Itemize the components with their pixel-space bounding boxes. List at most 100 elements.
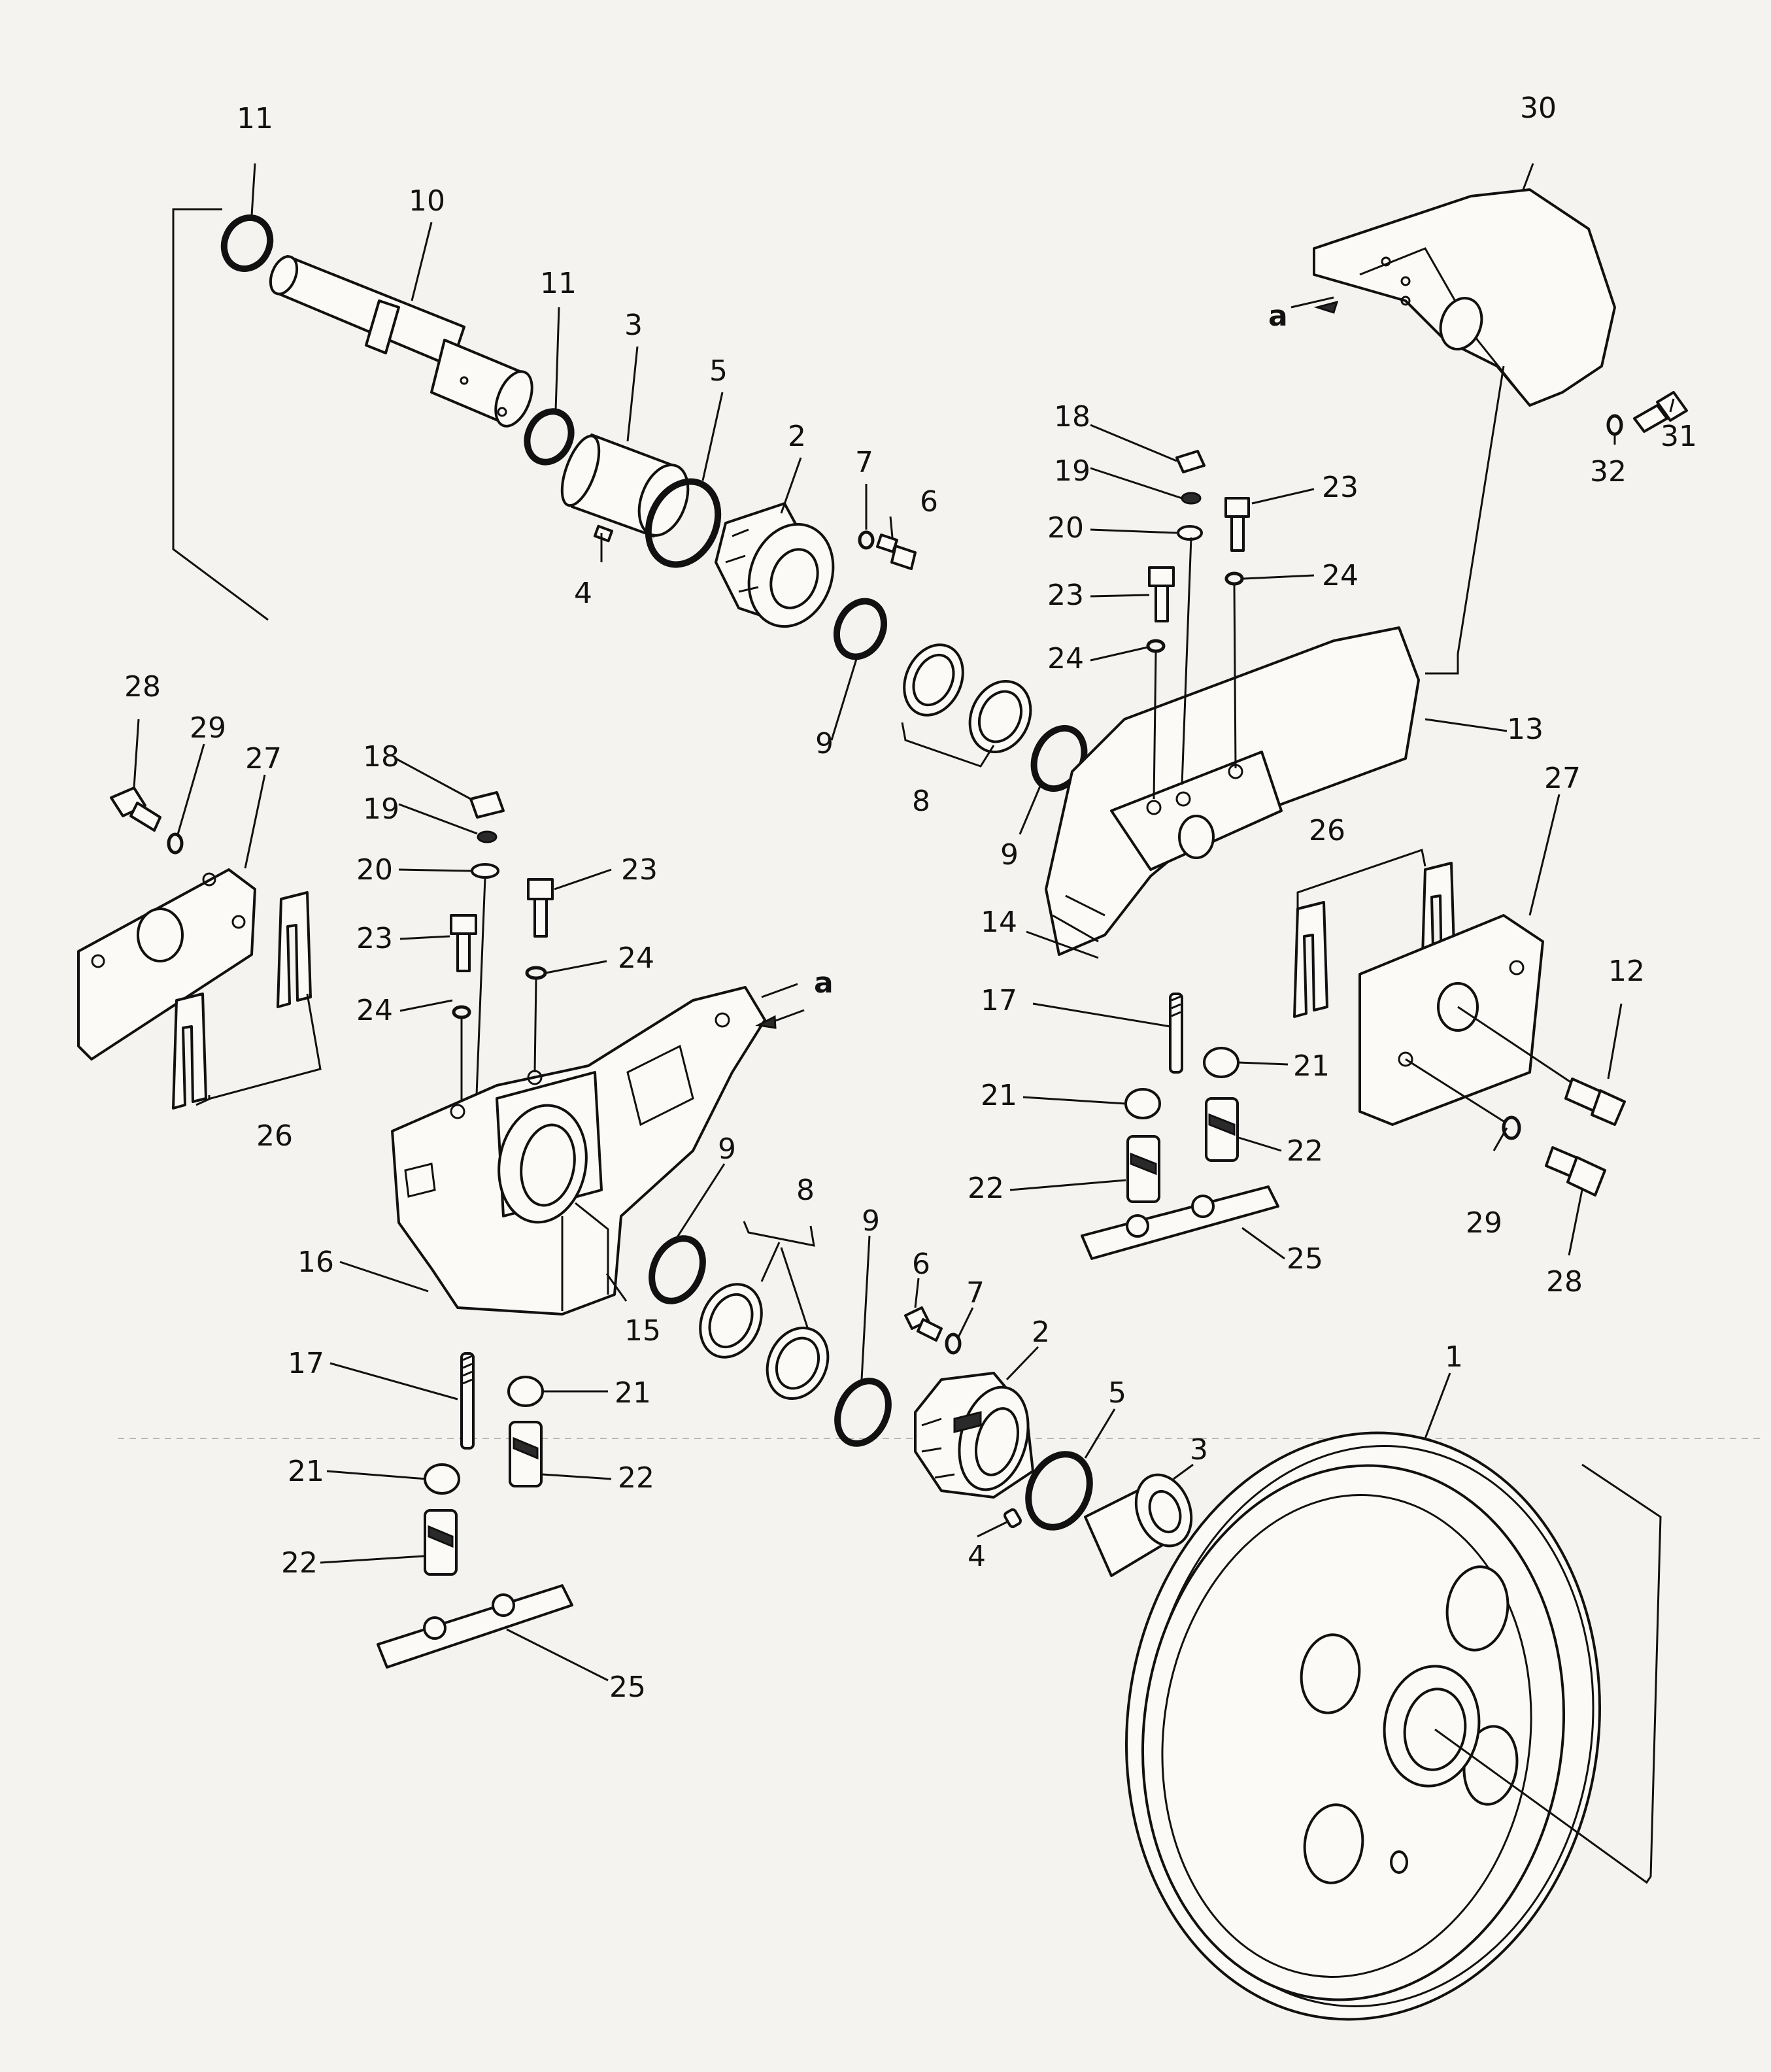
label-9-upper-a: 9 (815, 727, 834, 760)
o-ring-9-upper-a (834, 598, 887, 660)
label-14: 14 (981, 906, 1017, 939)
plate-25-right (1081, 1185, 1279, 1260)
label-32: 32 (1590, 455, 1627, 488)
label-11-a: 11 (237, 102, 273, 135)
spring-22-left-a (509, 1421, 543, 1487)
label-22-left-b: 22 (281, 1546, 318, 1580)
plate-27-left (77, 868, 256, 1061)
label-27-right: 27 (1544, 762, 1581, 795)
label-17-left: 17 (288, 1347, 324, 1380)
bolt-6-lower (904, 1306, 943, 1342)
label-16: 16 (297, 1246, 334, 1279)
bolt-6-upper (876, 534, 917, 570)
label-28-right: 28 (1546, 1265, 1583, 1299)
label-13: 13 (1507, 713, 1543, 746)
idler-support-15 (391, 986, 766, 1316)
label-18-left: 18 (363, 740, 399, 773)
label-9-upper-b: 9 (1000, 838, 1019, 872)
label-5-upper: 5 (709, 354, 728, 388)
label-19-left: 19 (363, 792, 399, 826)
label-20-right: 20 (1047, 511, 1084, 545)
callout-labels: 11 10 11 3 5 2 7 6 4 9 8 9 30 a 31 32 18… (124, 92, 1697, 1704)
bolt-28-right (1545, 1146, 1606, 1197)
label-7-lower: 7 (966, 1276, 985, 1310)
washer-7-upper (858, 530, 875, 550)
bolt-28-left (110, 787, 161, 832)
plug-21-left-b (424, 1463, 460, 1495)
label-6-lower: 6 (912, 1248, 930, 1281)
guide-26-left (172, 891, 322, 1110)
label-5-lower: 5 (1108, 1376, 1126, 1410)
nut-18-left (469, 791, 505, 819)
label-8-upper: 8 (912, 785, 930, 818)
wheel-bracket (1581, 1463, 1662, 1884)
label-27-left: 27 (245, 742, 282, 775)
collar-2-lower (914, 1372, 1034, 1499)
o-ring-5-lower (1025, 1451, 1093, 1531)
o-ring-11-left (220, 214, 274, 272)
nut-18-right (1175, 450, 1206, 473)
label-24-left-a: 24 (618, 942, 654, 975)
label-29-right: 29 (1466, 1206, 1502, 1240)
label-18-right: 18 (1054, 400, 1090, 433)
hardware-stack-right (1146, 450, 1250, 800)
label-4-upper: 4 (574, 577, 592, 610)
label-21-right-a: 21 (1293, 1049, 1330, 1083)
bolt-23-left-a (527, 878, 554, 900)
label-20-left: 20 (356, 853, 393, 887)
spring-22-left-b (424, 1509, 458, 1576)
shaft-group-bracket (172, 208, 269, 621)
arrow-a-lower (755, 1015, 777, 1029)
label-17-right: 17 (981, 984, 1017, 1017)
spring-22-right-a (1205, 1097, 1239, 1162)
bolt-12 (1564, 1078, 1626, 1126)
washer-24-right-a (1224, 571, 1244, 586)
washer-20-right (1177, 525, 1203, 541)
washer-24-left-a (525, 966, 547, 980)
label-2-lower: 2 (1032, 1316, 1050, 1349)
shaft-10 (269, 255, 533, 428)
label-24-right-a: 24 (1322, 559, 1358, 592)
label-a-lower: a (814, 966, 834, 1000)
washer-29-right (1502, 1115, 1521, 1140)
label-21-left-b: 21 (288, 1455, 324, 1488)
shaft-group-upper (172, 208, 1088, 792)
lockwasher-19-left (477, 830, 498, 843)
floating-seal-8-lower (699, 1283, 830, 1401)
collar-2-upper (715, 502, 835, 628)
label-21-right-b: 21 (981, 1079, 1017, 1112)
label-15: 15 (624, 1314, 661, 1348)
plug-21-right-b (1124, 1088, 1161, 1119)
spring-22-right-b (1126, 1135, 1160, 1203)
o-ring-9-lower-a (649, 1235, 706, 1304)
plate-25-left (377, 1584, 573, 1669)
label-12: 12 (1608, 955, 1645, 988)
label-a-upper: a (1268, 299, 1288, 333)
label-8-lower: 8 (796, 1174, 815, 1207)
idler-wheel-1 (1125, 1431, 1648, 2021)
label-22-right-b: 22 (968, 1172, 1004, 1205)
label-2-upper: 2 (788, 420, 806, 453)
label-22-right-a: 22 (1287, 1134, 1323, 1168)
bolt-23-right-a (1224, 497, 1250, 518)
bolt-23-right-b (1148, 566, 1175, 587)
washer-24-right-b (1146, 639, 1166, 653)
label-1: 1 (1445, 1340, 1463, 1374)
o-ring-9-lower-b (834, 1378, 892, 1447)
plug-21-left-a (507, 1376, 544, 1407)
label-25-right: 25 (1287, 1242, 1323, 1276)
label-29-left: 29 (190, 711, 226, 745)
guard-30-to-support-line (1425, 365, 1505, 675)
label-26-left: 26 (256, 1119, 293, 1153)
arrow-a-upper (1313, 300, 1339, 314)
label-24-left-b: 24 (356, 994, 393, 1027)
washer-32 (1606, 414, 1623, 436)
plate-27-right (1358, 914, 1576, 1126)
label-22-left-a: 22 (618, 1461, 654, 1495)
label-23-left-b: 23 (356, 922, 393, 955)
label-9-lower-b: 9 (862, 1204, 880, 1238)
label-9-lower-a: 9 (718, 1132, 736, 1166)
pin-4-lower (1004, 1508, 1022, 1529)
plug-21-right-a (1203, 1047, 1240, 1078)
